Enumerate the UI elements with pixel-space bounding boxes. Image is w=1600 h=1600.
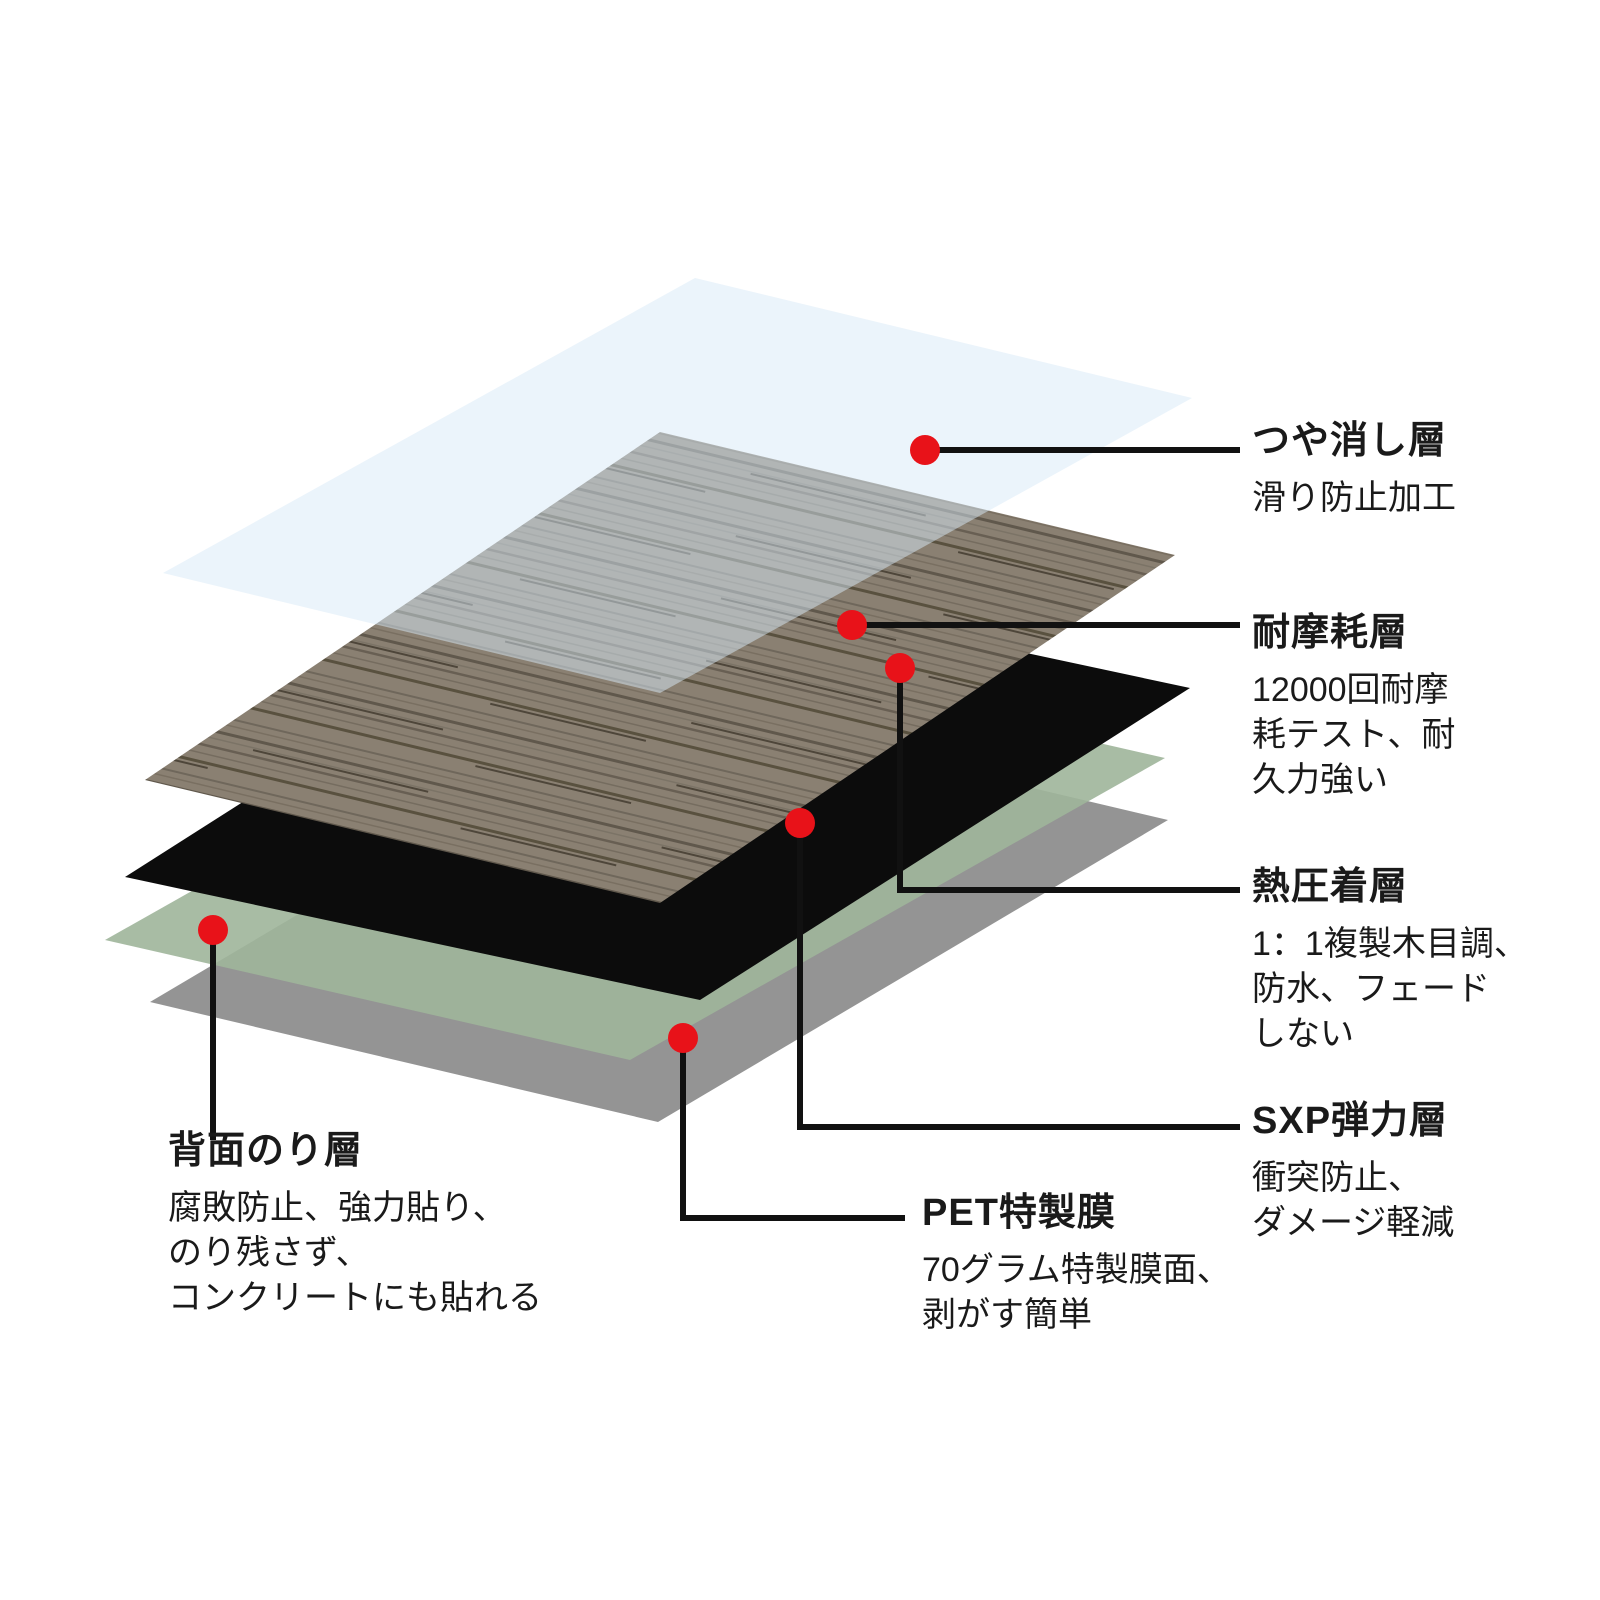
sxp-callout-line	[797, 823, 1240, 1130]
layer-label: 熱圧着層	[1252, 866, 1409, 908]
callout-pet-layer: PET特製膜 70グラム特製膜面、 剥がす簡単	[922, 1192, 1322, 1338]
layer-description: 滑り防止加工	[1252, 478, 1456, 517]
heat-callout-line	[897, 668, 1240, 893]
layer-label: SXP弾力層	[1252, 1100, 1449, 1142]
pet-callout-line	[680, 1038, 905, 1221]
callout-heat-layer: 熱圧着層 1：1複製木目調、 防水、フェード しない	[1252, 866, 1582, 1057]
layer-description: 衝突防止、 ダメージ軽減	[1252, 1158, 1455, 1242]
heat-dot-icon	[885, 653, 915, 683]
sxp-dot-icon	[785, 808, 815, 838]
layer-description: 70グラム特製膜面、 剥がす簡単	[922, 1250, 1231, 1334]
wear-dot-icon	[837, 610, 867, 640]
callout-matte-layer: つや消し層 滑り防止加工	[1252, 420, 1582, 521]
adhesive-dot-icon	[198, 915, 228, 945]
callout-sxp-layer: SXP弾力層 衝突防止、 ダメージ軽減	[1252, 1100, 1582, 1246]
matte-sheet	[163, 278, 1192, 693]
layer-description: 1：1複製木目調、 防水、フェード しない	[1252, 924, 1528, 1054]
callout-wear-layer: 耐摩耗層 12000回耐摩 耗テスト、耐 久力強い	[1252, 612, 1582, 803]
layer-description: 12000回耐摩 耗テスト、耐 久力強い	[1252, 670, 1456, 800]
callout-adhesive-layer: 背面のり層 腐敗防止、強力貼り、 のり残さず、 コンクリートにも貼れる	[168, 1130, 648, 1321]
matte-dot-icon	[910, 435, 940, 465]
layer-description: 腐敗防止、強力貼り、 のり残さず、 コンクリートにも貼れる	[168, 1188, 542, 1318]
pet-dot-icon	[668, 1023, 698, 1053]
layer-label: つや消し層	[1252, 420, 1448, 462]
layer-label: PET特製膜	[922, 1192, 1116, 1234]
layer-label: 耐摩耗層	[1252, 612, 1409, 654]
layer-label: 背面のり層	[168, 1130, 364, 1172]
